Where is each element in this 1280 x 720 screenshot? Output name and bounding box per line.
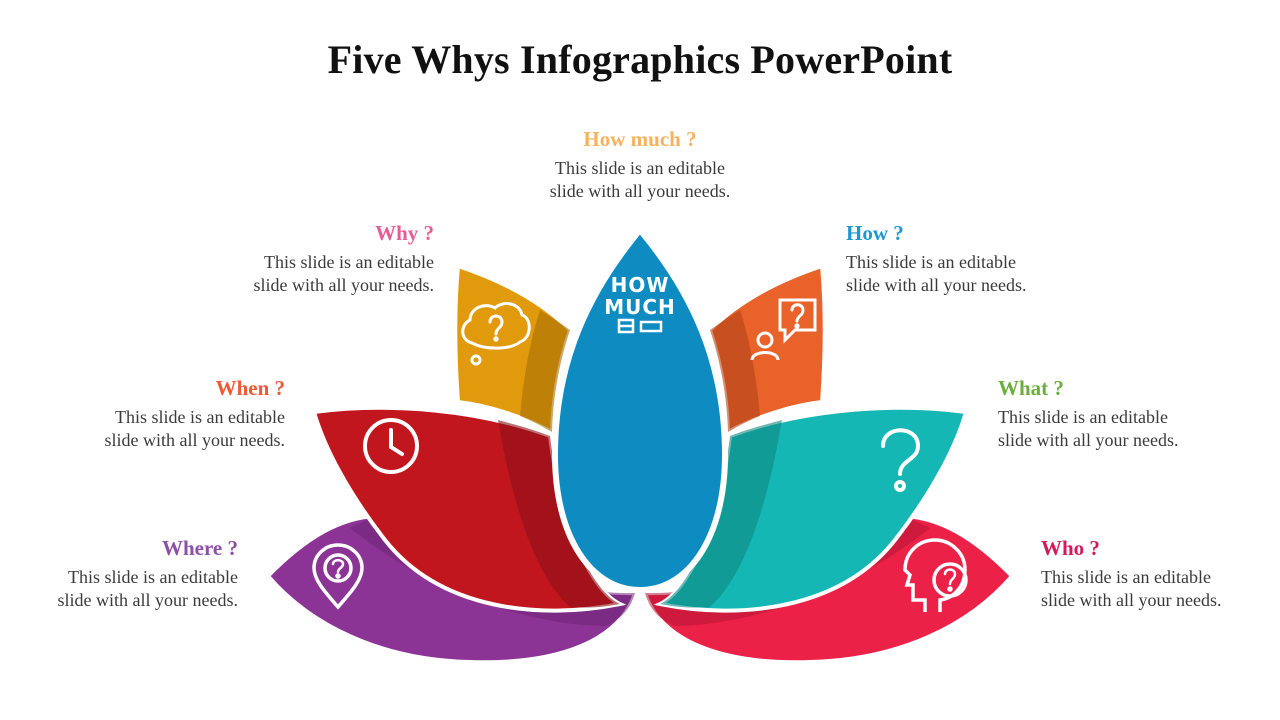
question-mark-icon — [881, 428, 921, 492]
label-what: What ? This slide is an editable slide w… — [998, 375, 1238, 452]
label-why-title: Why ? — [375, 221, 434, 245]
label-who: Who ? This slide is an editable slide wi… — [1041, 535, 1276, 612]
label-how-much-title: How much ? — [583, 127, 697, 151]
label-what-line2: slide with all your needs. — [998, 430, 1179, 450]
slide-title: Five Whys Infographics PowerPoint — [327, 37, 953, 82]
label-how: How ? This slide is an editable slide wi… — [846, 220, 1086, 297]
label-when-desc: This slide is an editable slide with all… — [44, 406, 285, 452]
label-why: Why ? This slide is an editable slide wi… — [194, 220, 434, 297]
head-question-icon — [903, 538, 968, 612]
label-how-much-line2: slide with all your needs. — [549, 181, 731, 201]
label-when-line2: slide with all your needs. — [104, 430, 285, 450]
label-what-line1: This slide is an editable — [998, 407, 1168, 427]
clock-icon — [363, 418, 419, 474]
person-question-icon — [750, 298, 817, 361]
label-where-line1: This slide is an editable — [68, 567, 238, 587]
label-when-title: When ? — [215, 376, 285, 400]
how-much-icon: HOW MUCH — [604, 273, 676, 334]
label-why-line1: This slide is an editable — [264, 252, 434, 272]
petal-why-shadow — [520, 310, 570, 432]
label-when: When ? This slide is an editable slide w… — [44, 375, 285, 452]
label-who-line2: slide with all your needs. — [1041, 590, 1222, 610]
label-who-line1: This slide is an editable — [1041, 567, 1211, 587]
petal-how — [707, 263, 827, 436]
label-what-desc: This slide is an editable slide with all… — [998, 406, 1238, 452]
label-how-much-desc: This slide is an editable slide with all… — [520, 157, 760, 203]
petal-how-shadow — [710, 310, 760, 432]
label-where-line2: slide with all your needs. — [57, 590, 238, 610]
label-where: Where ? This slide is an editable slide … — [0, 535, 238, 612]
label-how-much-line1: This slide is an editable — [555, 158, 725, 178]
label-why-line2: slide with all your needs. — [253, 275, 434, 295]
petal-why — [453, 263, 573, 436]
label-why-desc: This slide is an editable slide with all… — [194, 251, 434, 297]
label-who-desc: This slide is an editable slide with all… — [1041, 566, 1276, 612]
location-pin-question-icon — [312, 543, 364, 610]
label-where-title: Where ? — [161, 536, 238, 560]
label-who-title: Who ? — [1041, 536, 1100, 560]
label-how-much: How much ? This slide is an editable sli… — [520, 126, 760, 203]
label-when-line1: This slide is an editable — [115, 407, 285, 427]
petal-how-much — [551, 225, 729, 594]
label-how-title: How ? — [846, 221, 904, 245]
label-what-title: What ? — [998, 376, 1064, 400]
label-how-desc: This slide is an editable slide with all… — [846, 251, 1086, 297]
label-how-line2: slide with all your needs. — [846, 275, 1027, 295]
label-how-line1: This slide is an editable — [846, 252, 1016, 272]
thought-bubble-question-icon — [461, 302, 531, 366]
how-much-icon-line2: MUCH — [604, 295, 676, 319]
label-where-desc: This slide is an editable slide with all… — [0, 566, 238, 612]
how-much-icon-line1: HOW — [611, 273, 670, 297]
